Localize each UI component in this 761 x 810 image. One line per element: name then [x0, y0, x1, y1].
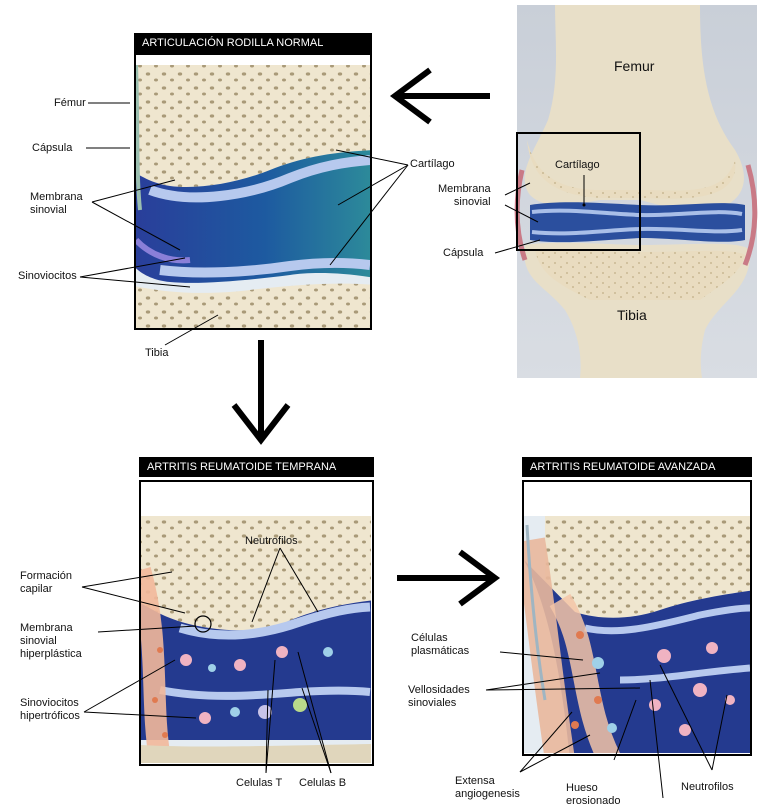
- normal-tibia-label: Tibia: [145, 347, 168, 360]
- advanced-angiogenesis-label: Extensa angiogenesis: [455, 775, 520, 801]
- overview-tibia-label: Tibia: [617, 309, 647, 322]
- early-celulas-t-label: Celulas T: [236, 777, 282, 790]
- early-panel-frame: [139, 480, 374, 766]
- early-panel-title: ARTRITIS REUMATOIDE TEMPRANA: [139, 457, 374, 477]
- normal-cartilago-label: Cartílago: [410, 158, 455, 171]
- early-membrana-label: Membrana sinovial hiperplástica: [20, 622, 82, 661]
- advanced-hueso-label: Hueso erosionado: [566, 782, 620, 808]
- advanced-plasmaticas-label: Células plasmáticas: [411, 632, 469, 658]
- arrow-down-icon: [234, 340, 288, 440]
- advanced-neutrofilos-label: Neutrofilos: [681, 781, 734, 794]
- normal-panel-frame: [134, 53, 372, 330]
- normal-panel-title: ARTICULACIÓN RODILLA NORMAL: [134, 33, 372, 53]
- overview-femur-label: Femur: [614, 60, 654, 73]
- advanced-panel-title: ARTRITIS REUMATOIDE AVANZADA: [522, 457, 752, 477]
- early-neutrofilos-label: Neutrofilos: [245, 535, 298, 548]
- early-formacion-label: Formación capilar: [20, 570, 72, 596]
- advanced-vellosidades-label: Vellosidades sinoviales: [408, 684, 470, 710]
- advanced-panel-frame: [522, 480, 752, 756]
- arrow-right-icon: [397, 552, 495, 604]
- overview-membrana-label: Membrana sinovial: [438, 183, 491, 209]
- overview-capsula-label: Cápsula: [443, 247, 483, 260]
- normal-femur-label: Fémur: [54, 97, 86, 110]
- normal-capsula-label: Cápsula: [32, 142, 72, 155]
- normal-sinoviocitos-label: Sinoviocitos: [18, 270, 77, 283]
- arrow-left-icon: [395, 70, 490, 122]
- early-celulas-b-label: Celulas B: [299, 777, 346, 790]
- overview-cartilago-label: Cartílago: [555, 159, 600, 172]
- normal-membrana-label: Membrana sinovial: [30, 191, 83, 217]
- early-sinoviocitos-label: Sinoviocitos hipertróficos: [20, 697, 80, 723]
